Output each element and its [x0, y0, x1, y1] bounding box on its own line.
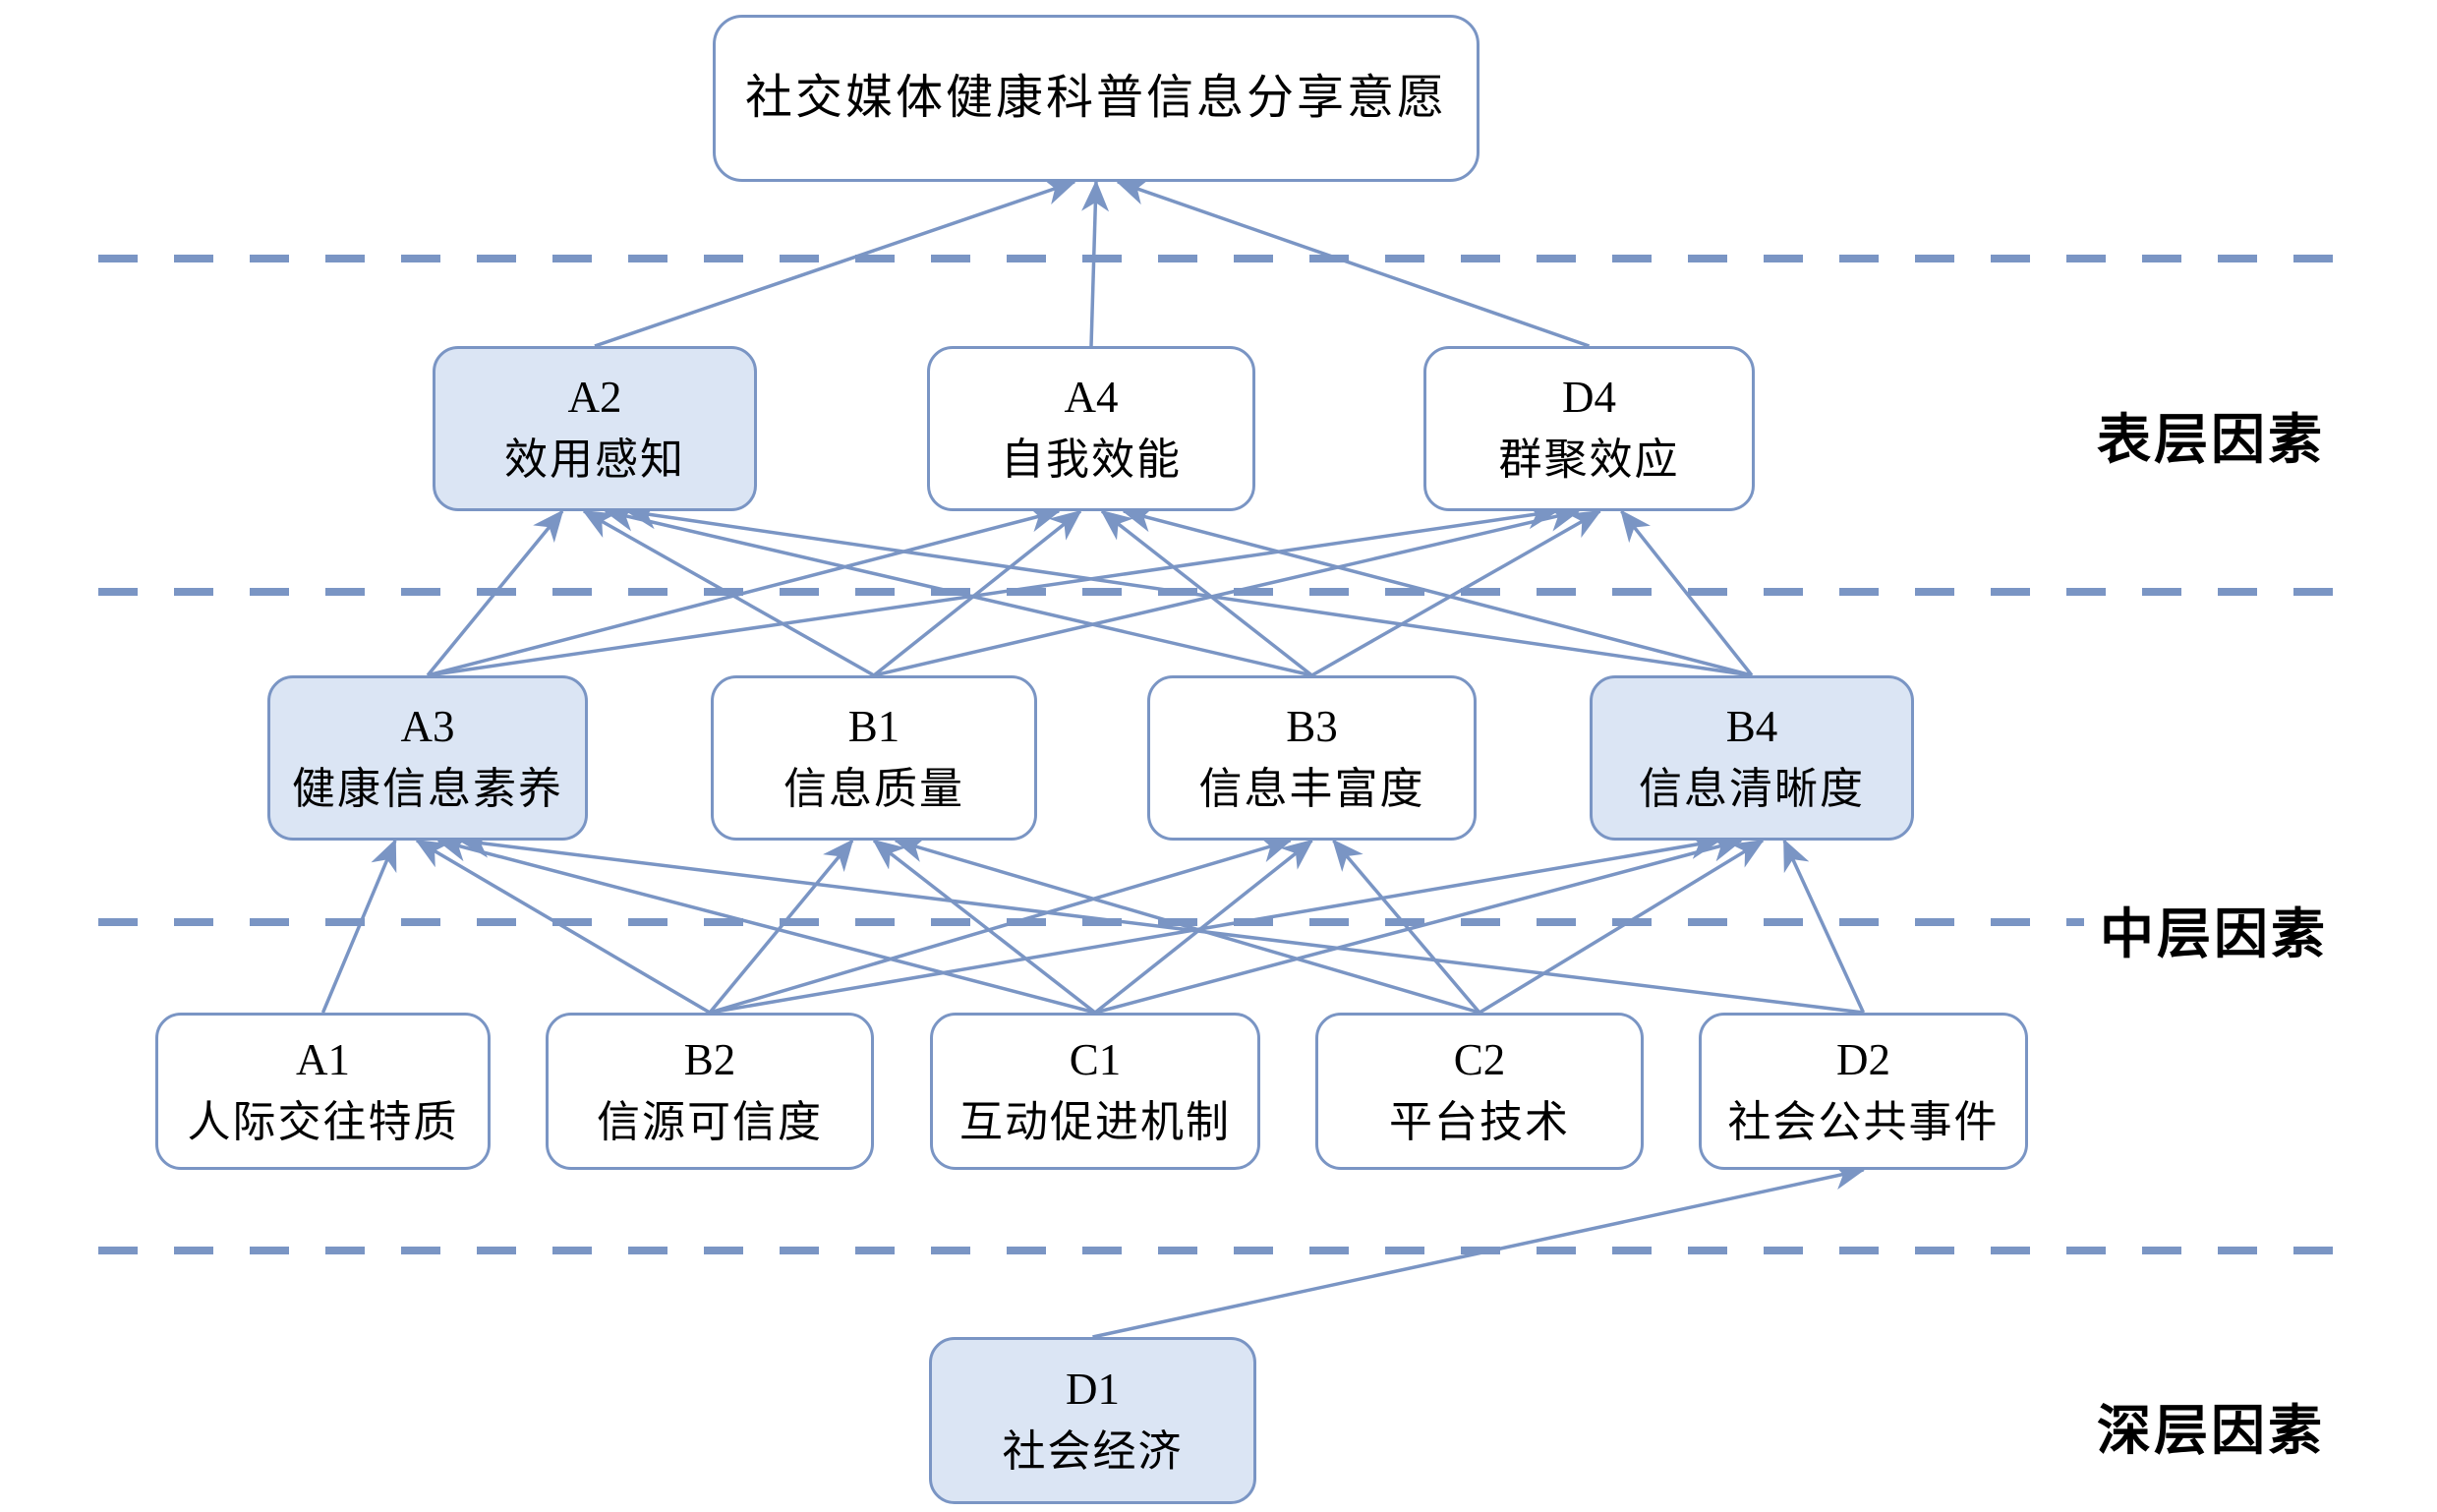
node-d4-code: D4: [1562, 373, 1616, 423]
edge-B2-to-B4: [709, 832, 1721, 1015]
node-a2: A2 效用感知: [433, 346, 757, 511]
edge-A3-to-D4: [427, 501, 1559, 677]
layer-dividers: [98, 255, 2350, 1254]
edge-arrows: [320, 178, 1866, 1339]
edge-D4-to-TOP: [1116, 178, 1591, 348]
edge-D2-to-B4: [1782, 839, 1866, 1014]
node-a4-label: 自我效能: [1001, 435, 1182, 484]
edge-B2-to-B3: [709, 836, 1293, 1015]
edge-B2-to-A3: [415, 839, 711, 1015]
node-d4-label: 群聚效应: [1498, 435, 1680, 484]
node-c1: C1 互动促进机制: [930, 1013, 1260, 1170]
node-d2-label: 社会公共事件: [1727, 1097, 2000, 1146]
node-a2-code: A2: [567, 373, 622, 423]
node-outcome: 社交媒体健康科普信息分享意愿: [713, 15, 1480, 182]
edge-B4-to-D4: [1620, 509, 1754, 677]
edge-D2-to-A3: [458, 830, 1864, 1015]
layer-label-middle: 中层因素: [2100, 904, 2329, 964]
node-outcome-label: 社交媒体健康科普信息分享意愿: [744, 71, 1447, 124]
edge-C2-to-B1: [894, 836, 1480, 1015]
edge-B4-to-A4: [1122, 505, 1753, 677]
node-d2: D2 社会公共事件: [1699, 1013, 2028, 1170]
node-b3: B3 信息丰富度: [1147, 675, 1477, 841]
edge-C2-to-B4: [1479, 839, 1765, 1015]
edge-B3-to-A2: [604, 504, 1312, 677]
edge-A3-to-A4: [427, 505, 1061, 677]
node-a2-label: 效用感知: [504, 435, 685, 484]
node-c2-code: C2: [1453, 1035, 1506, 1085]
node-b2-code: B2: [683, 1035, 736, 1085]
edge-B2-to-B1: [708, 839, 854, 1015]
edge-B1-to-A2: [582, 509, 875, 677]
layer-label-surface: 表层因素: [2097, 410, 2326, 470]
node-b1: B1 信息质量: [711, 675, 1037, 841]
edge-C1-to-A3: [436, 835, 1096, 1015]
node-a3-label: 健康信息素养: [292, 764, 563, 813]
node-c1-code: C1: [1069, 1035, 1122, 1085]
node-d4: D4 群聚效应: [1423, 346, 1755, 511]
edge-B3-to-A4: [1100, 509, 1313, 677]
node-a1: A1 人际交往特质: [155, 1013, 491, 1170]
edge-A4-to-TOP: [1081, 180, 1110, 347]
node-b4-code: B4: [1725, 702, 1778, 752]
node-a1-code: A1: [296, 1035, 350, 1085]
node-d1-code: D1: [1066, 1365, 1120, 1415]
node-b3-label: 信息丰富度: [1198, 764, 1425, 813]
node-d2-code: D2: [1836, 1035, 1890, 1085]
edge-C1-to-B3: [1093, 839, 1314, 1015]
edge-A1-to-A3: [320, 839, 397, 1014]
node-d1: D1 社会经济: [929, 1337, 1256, 1504]
edge-C1-to-B4: [1094, 835, 1743, 1015]
node-b4: B4 信息清晰度: [1590, 675, 1914, 841]
node-b2: B2 信源可信度: [546, 1013, 874, 1170]
node-b1-label: 信息质量: [783, 764, 964, 813]
edge-C2-to-B3: [1332, 839, 1481, 1015]
node-c2-label: 平台技术: [1389, 1097, 1570, 1146]
edge-D1-to-D2: [1092, 1162, 1866, 1339]
node-b1-code: B1: [847, 702, 900, 752]
node-c1-label: 互动促进机制: [959, 1097, 1231, 1146]
edge-B3-to-D4: [1310, 509, 1602, 677]
node-b3-code: B3: [1286, 702, 1338, 752]
node-d1-label: 社会经济: [1002, 1426, 1184, 1476]
edge-B4-to-A2: [625, 501, 1753, 677]
node-a4: A4 自我效能: [927, 346, 1255, 511]
layer-label-deep: 深层因素: [2097, 1401, 2326, 1461]
node-b4-label: 信息清晰度: [1639, 764, 1865, 813]
node-a3: A3 健康信息素养: [267, 675, 588, 841]
node-a3-code: A3: [400, 702, 455, 752]
edge-A3-to-A2: [426, 509, 564, 677]
edge-B1-to-D4: [873, 504, 1581, 677]
edge-C1-to-B1: [872, 839, 1097, 1015]
edge-B1-to-A4: [872, 509, 1082, 677]
node-c2: C2 平台技术: [1315, 1013, 1644, 1170]
node-b2-label: 信源可信度: [597, 1097, 823, 1146]
node-a4-code: A4: [1064, 373, 1119, 423]
edge-A2-to-TOP: [594, 178, 1076, 348]
node-a1-label: 人际交往特质: [187, 1097, 459, 1146]
